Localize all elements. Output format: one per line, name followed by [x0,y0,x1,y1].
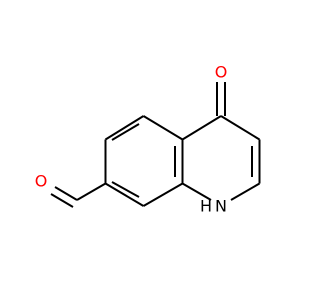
bond [104,182,145,207]
bond [142,115,184,141]
pyridinone-ring [181,115,261,201]
bond [220,115,261,141]
bond [181,115,222,141]
atom-label-nitrogen: N [215,197,227,216]
ketone-double-bond [216,82,226,116]
bond [143,182,183,207]
bond-double-inner [111,181,140,198]
bond [181,182,212,201]
benzene-ring [104,115,184,207]
aldehyde-group [50,182,107,208]
atom-label-nitrogen-hydrogen: H [200,197,212,216]
molecule-structure: O O N H [35,63,261,216]
bond [50,193,74,208]
bond-double-inner [111,123,140,141]
bond [104,115,145,141]
atom-label-oxygen-ketone: O [215,63,228,82]
bond [76,182,107,201]
bond [54,186,78,201]
bond [230,182,261,201]
atom-label-oxygen-aldehyde: O [35,172,48,191]
